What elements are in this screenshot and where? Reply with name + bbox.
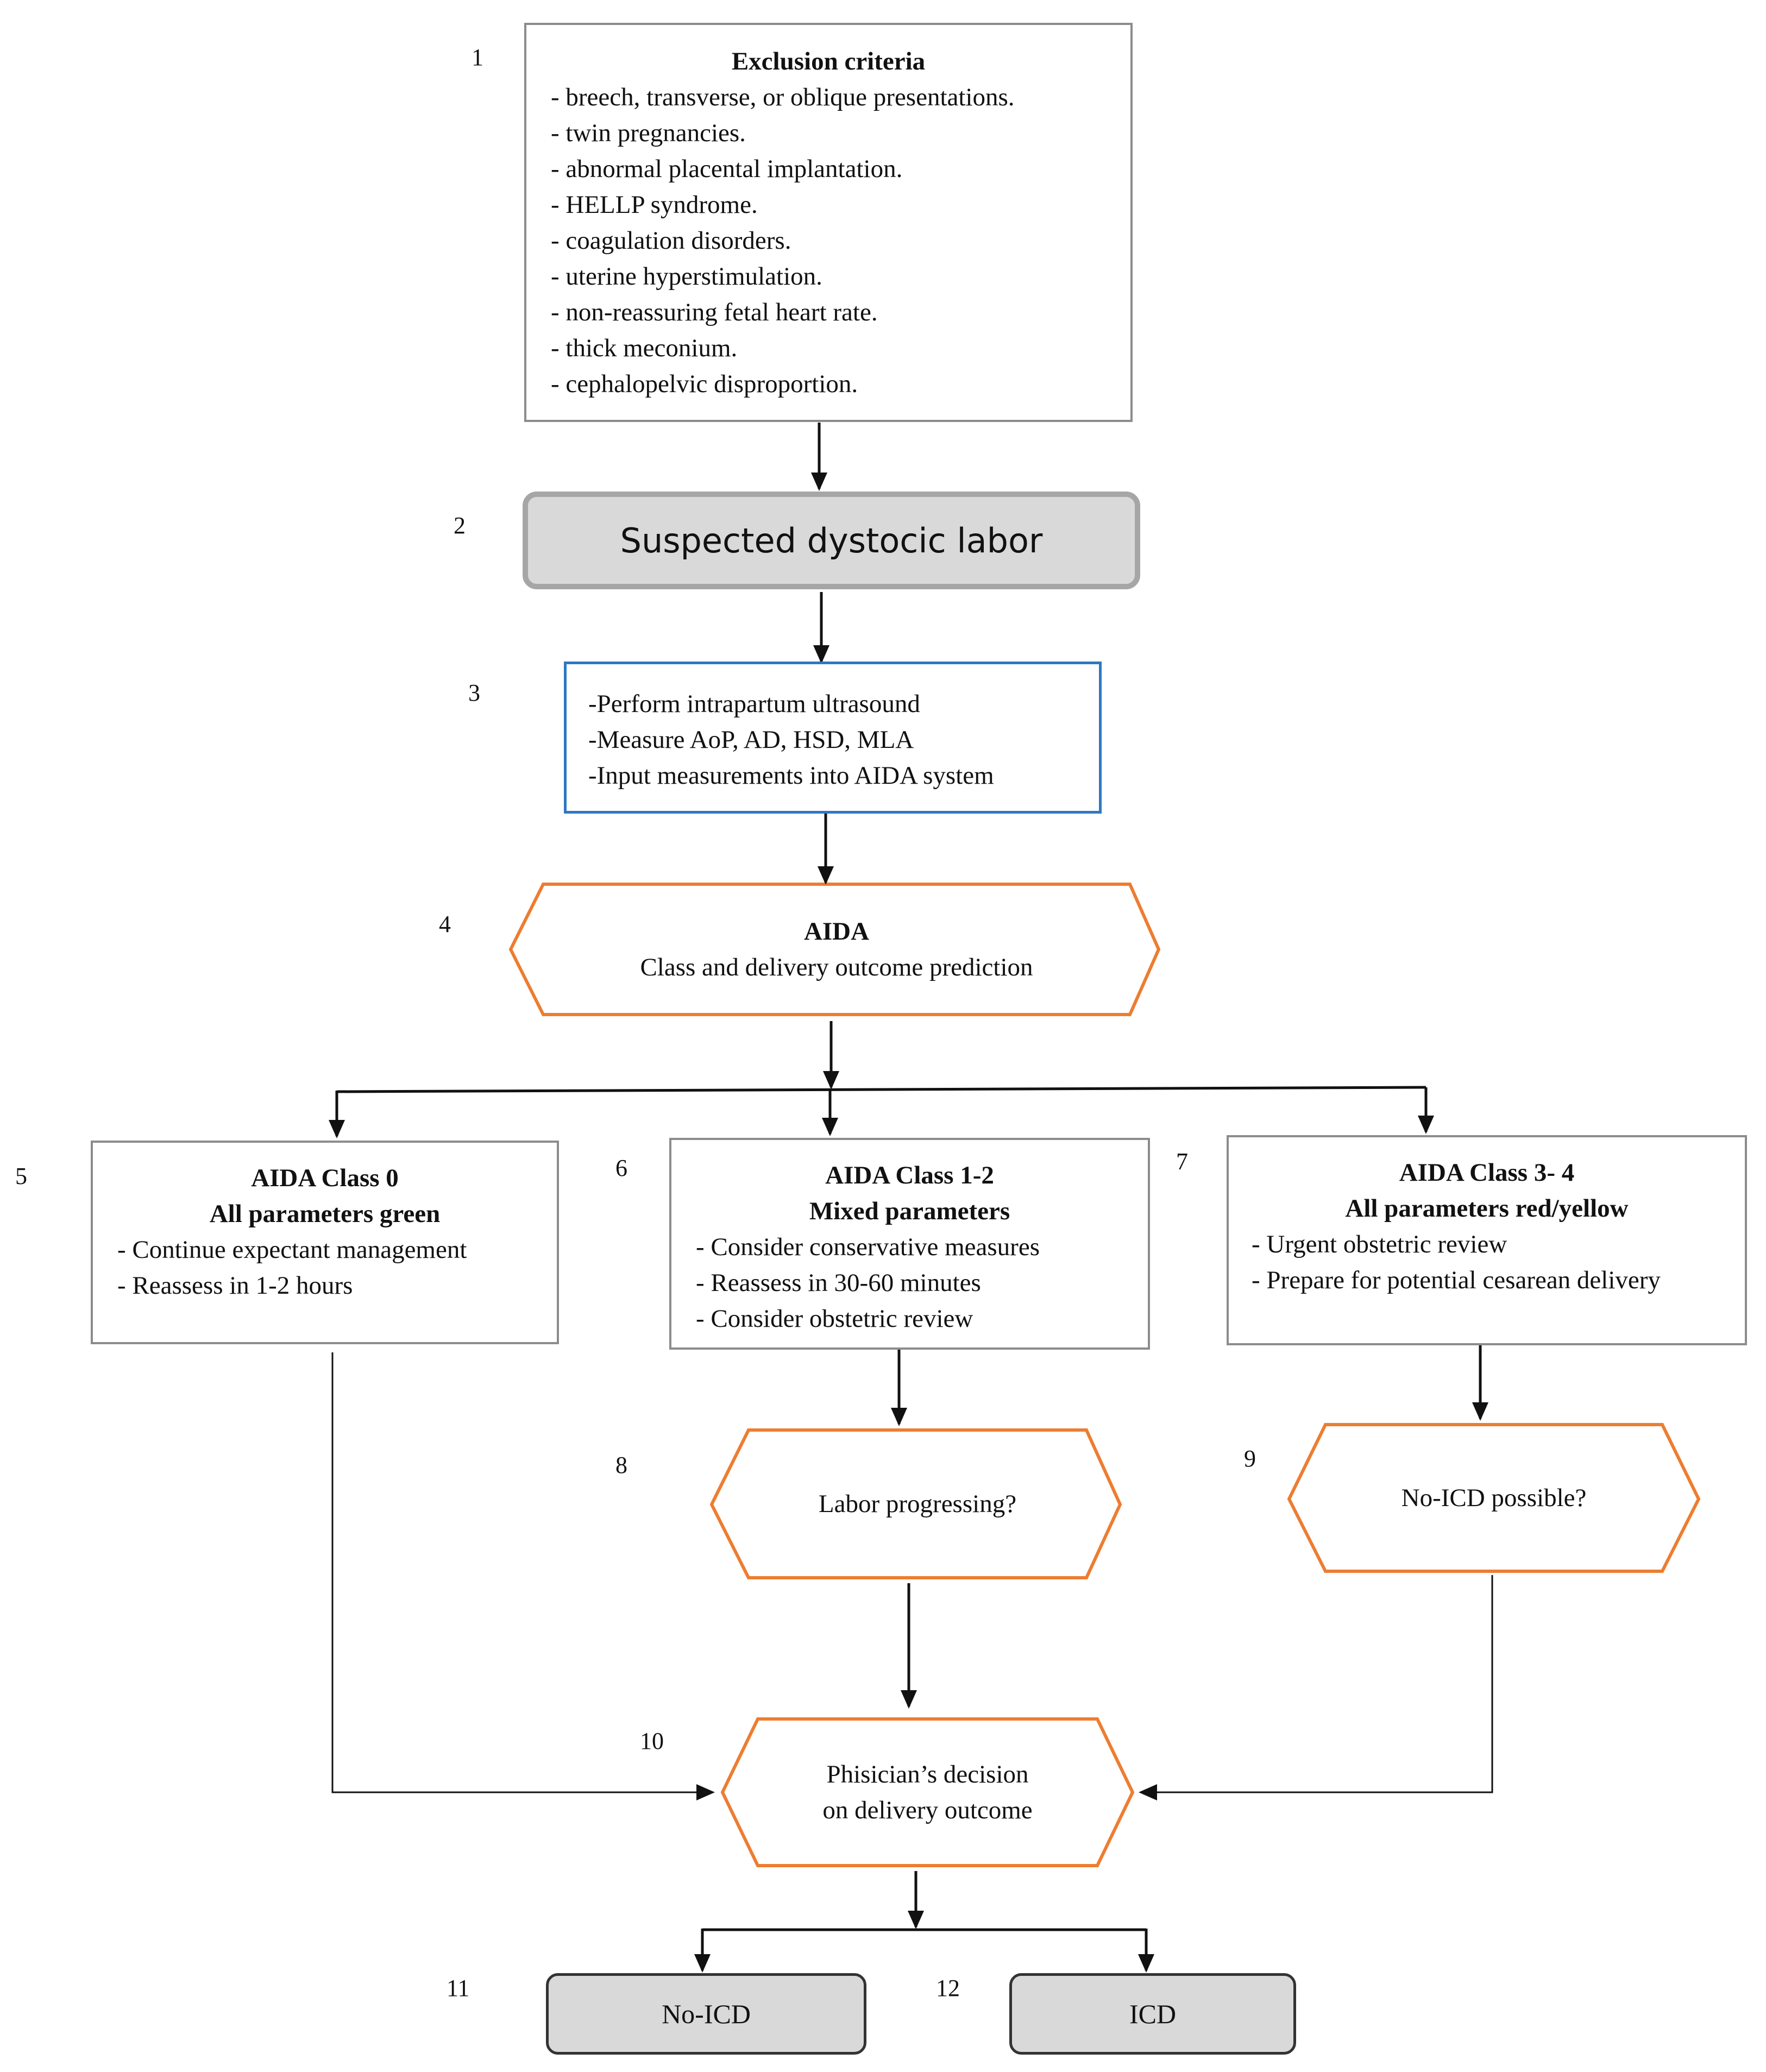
step-number-8: 8	[615, 1452, 627, 1478]
step-number-4: 4	[439, 911, 451, 937]
exclusion-item: - HELLP syndrome.	[551, 191, 758, 219]
aida-class-3-4-box: AIDA Class 3- 4 All parameters red/yello…	[1227, 1135, 1747, 1345]
step-number-12: 12	[936, 1975, 960, 2001]
no-icd-possible-label: No-ICD possible?	[1325, 1425, 1662, 1571]
class-0-item: - Reassess in 1-2 hours	[117, 1271, 353, 1300]
aida-title: AIDA	[803, 917, 870, 946]
step-number-1: 1	[472, 44, 483, 71]
icd-label: ICD	[1129, 1999, 1177, 2029]
suspected-dystocic-labor-box: Suspected dystocic labor	[523, 492, 1140, 589]
hexagon-aida-prediction	[508, 883, 1161, 1016]
no-icd-terminal: No-ICD	[546, 1973, 866, 2055]
physician-decision-line1: Phisician’s decision	[826, 1760, 1029, 1788]
class-1-2-item: - Reassess in 30-60 minutes	[696, 1269, 981, 1297]
exclusion-item: - uterine hyperstimulation.	[551, 262, 822, 291]
process-item: -Measure AoP, AD, HSD, MLA	[588, 726, 914, 754]
class-0-title: AIDA Class 0	[251, 1164, 399, 1192]
step-number-10: 10	[640, 1728, 664, 1754]
exclusion-item: - non-reassuring fetal heart rate.	[551, 298, 878, 326]
labor-progressing-text: Labor progressing?	[818, 1490, 1017, 1518]
exclusion-item: - breech, transverse, or oblique present…	[551, 83, 1015, 111]
icd-terminal: ICD	[1009, 1973, 1296, 2055]
class-1-2-item: - Consider conservative measures	[696, 1233, 1040, 1261]
hexagon-labor-progressing	[709, 1428, 1122, 1579]
no-icd-label: No-ICD	[662, 1999, 751, 2029]
labor-progressing-label: Labor progressing?	[749, 1430, 1086, 1578]
class-1-2-subtitle: Mixed parameters	[809, 1197, 1010, 1225]
hexagon-no-icd-possible	[1287, 1423, 1701, 1573]
step-number-6: 6	[615, 1155, 627, 1181]
no-icd-possible-text: No-ICD possible?	[1401, 1484, 1587, 1512]
suspected-dystocic-labor-label: Suspected dystocic labor	[620, 520, 1043, 560]
physician-decision-line2: on delivery outcome	[822, 1796, 1033, 1824]
class-1-2-title: AIDA Class 1-2	[825, 1161, 994, 1189]
exclusion-item: - thick meconium.	[551, 334, 738, 362]
exclusion-criteria-box: Exclusion criteria - breech, transverse,…	[524, 23, 1133, 422]
physician-decision-label: Phisician’s decision on delivery outcome	[758, 1719, 1097, 1866]
step-number-3: 3	[468, 679, 480, 706]
step-number-9: 9	[1244, 1445, 1256, 1472]
step-number-7: 7	[1176, 1148, 1188, 1175]
class-0-subtitle: All parameters green	[209, 1200, 441, 1228]
class-1-2-item: - Consider obstetric review	[696, 1305, 973, 1333]
process-item: -Perform intrapartum ultrasound	[588, 690, 920, 718]
ultrasound-process-box: -Perform intrapartum ultrasound -Measure…	[564, 662, 1102, 814]
exclusion-item: - coagulation disorders.	[551, 226, 791, 255]
split-line	[336, 1086, 1426, 1093]
class-0-item: - Continue expectant management	[117, 1236, 467, 1264]
exclusion-item: - abnormal placental implantation.	[551, 155, 903, 183]
hexagon-physician-decision	[720, 1717, 1135, 1867]
arrow-9-to-10	[1139, 1575, 1493, 1800]
class-3-4-item: - Prepare for potential cesarean deliver…	[1252, 1266, 1661, 1294]
step-number-5: 5	[15, 1163, 27, 1189]
class-3-4-subtitle: All parameters red/yellow	[1345, 1194, 1629, 1223]
aida-subtitle: Class and delivery outcome prediction	[640, 953, 1033, 981]
aida-class-0-box: AIDA Class 0 All parameters green - Cont…	[91, 1141, 559, 1344]
aida-class-1-2-box: AIDA Class 1-2 Mixed parameters - Consid…	[669, 1138, 1150, 1350]
exclusion-criteria-title: Exclusion criteria	[731, 47, 926, 75]
class-3-4-title: AIDA Class 3- 4	[1399, 1158, 1575, 1187]
step-number-11: 11	[447, 1975, 470, 2001]
exclusion-item: - cephalopelvic disproportion.	[551, 370, 858, 398]
process-item: -Input measurements into AIDA system	[588, 761, 994, 790]
arrow-5-to-10	[331, 1352, 715, 1800]
aida-prediction-label: AIDA Class and delivery outcome predicti…	[543, 884, 1130, 1015]
step-number-2: 2	[454, 512, 466, 539]
class-3-4-item: - Urgent obstetric review	[1252, 1230, 1507, 1258]
exclusion-item: - twin pregnancies.	[551, 119, 746, 147]
